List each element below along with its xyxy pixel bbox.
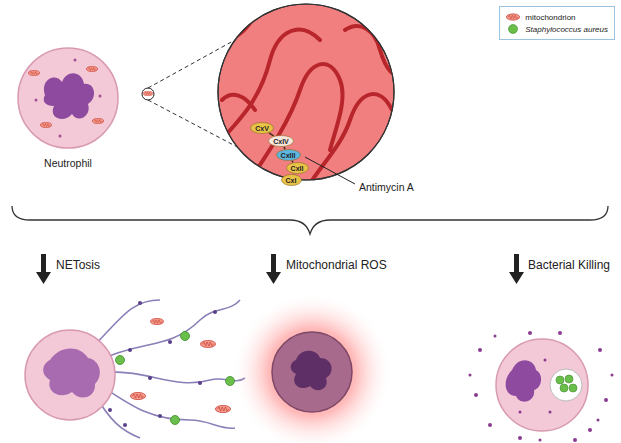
chain-link <box>269 133 274 136</box>
killing-cell <box>469 331 614 442</box>
legend-entry: Staphylococcus aureus <box>506 24 608 34</box>
caption-label: Neutrophil <box>44 157 92 169</box>
complex-label: CxIV <box>273 138 289 145</box>
caption-label: NETosis <box>56 259 100 273</box>
legend-text: Staphylococcus aureus <box>525 25 608 34</box>
ros-cell <box>232 292 392 443</box>
complex-label: CxI <box>286 177 297 184</box>
legend-swatch <box>506 24 520 34</box>
chain-link <box>284 147 285 149</box>
legend-entry: mitochondrion <box>506 12 608 22</box>
neutrophil-cell <box>18 48 154 148</box>
complex-fill <box>251 123 274 134</box>
complex-fill <box>281 175 301 186</box>
legend-box: mitochondrionStaphylococcus aureus <box>499 6 615 40</box>
caption-label: Bacterial Killing <box>528 259 610 273</box>
complex-ellipse: CxV <box>250 122 274 134</box>
caption-label: Antimycin A <box>359 181 414 193</box>
bracket <box>12 206 608 234</box>
complex-fill <box>269 136 294 147</box>
legend-text: mitochondrion <box>525 13 575 22</box>
complex-label: CxIII <box>281 152 296 159</box>
netosis-cell <box>25 300 245 438</box>
down-arrow <box>36 254 524 284</box>
legend-swatch <box>506 12 520 22</box>
complex-label: CxII <box>291 165 304 172</box>
complex-ellipse: CxIII <box>276 149 301 161</box>
complex-ellipse: CxI <box>281 174 302 186</box>
complex-fill <box>276 150 300 161</box>
leader-line <box>305 157 355 184</box>
mitochondrion-zoom <box>212 0 400 200</box>
chain-link <box>292 161 293 163</box>
complex-ellipse: CxII <box>286 162 309 174</box>
complex-ellipse: CxIV <box>268 135 294 147</box>
complex-label: CxV <box>255 125 269 132</box>
caption-label: Mitochondrial ROS <box>286 259 387 273</box>
complex-fill <box>286 163 308 174</box>
